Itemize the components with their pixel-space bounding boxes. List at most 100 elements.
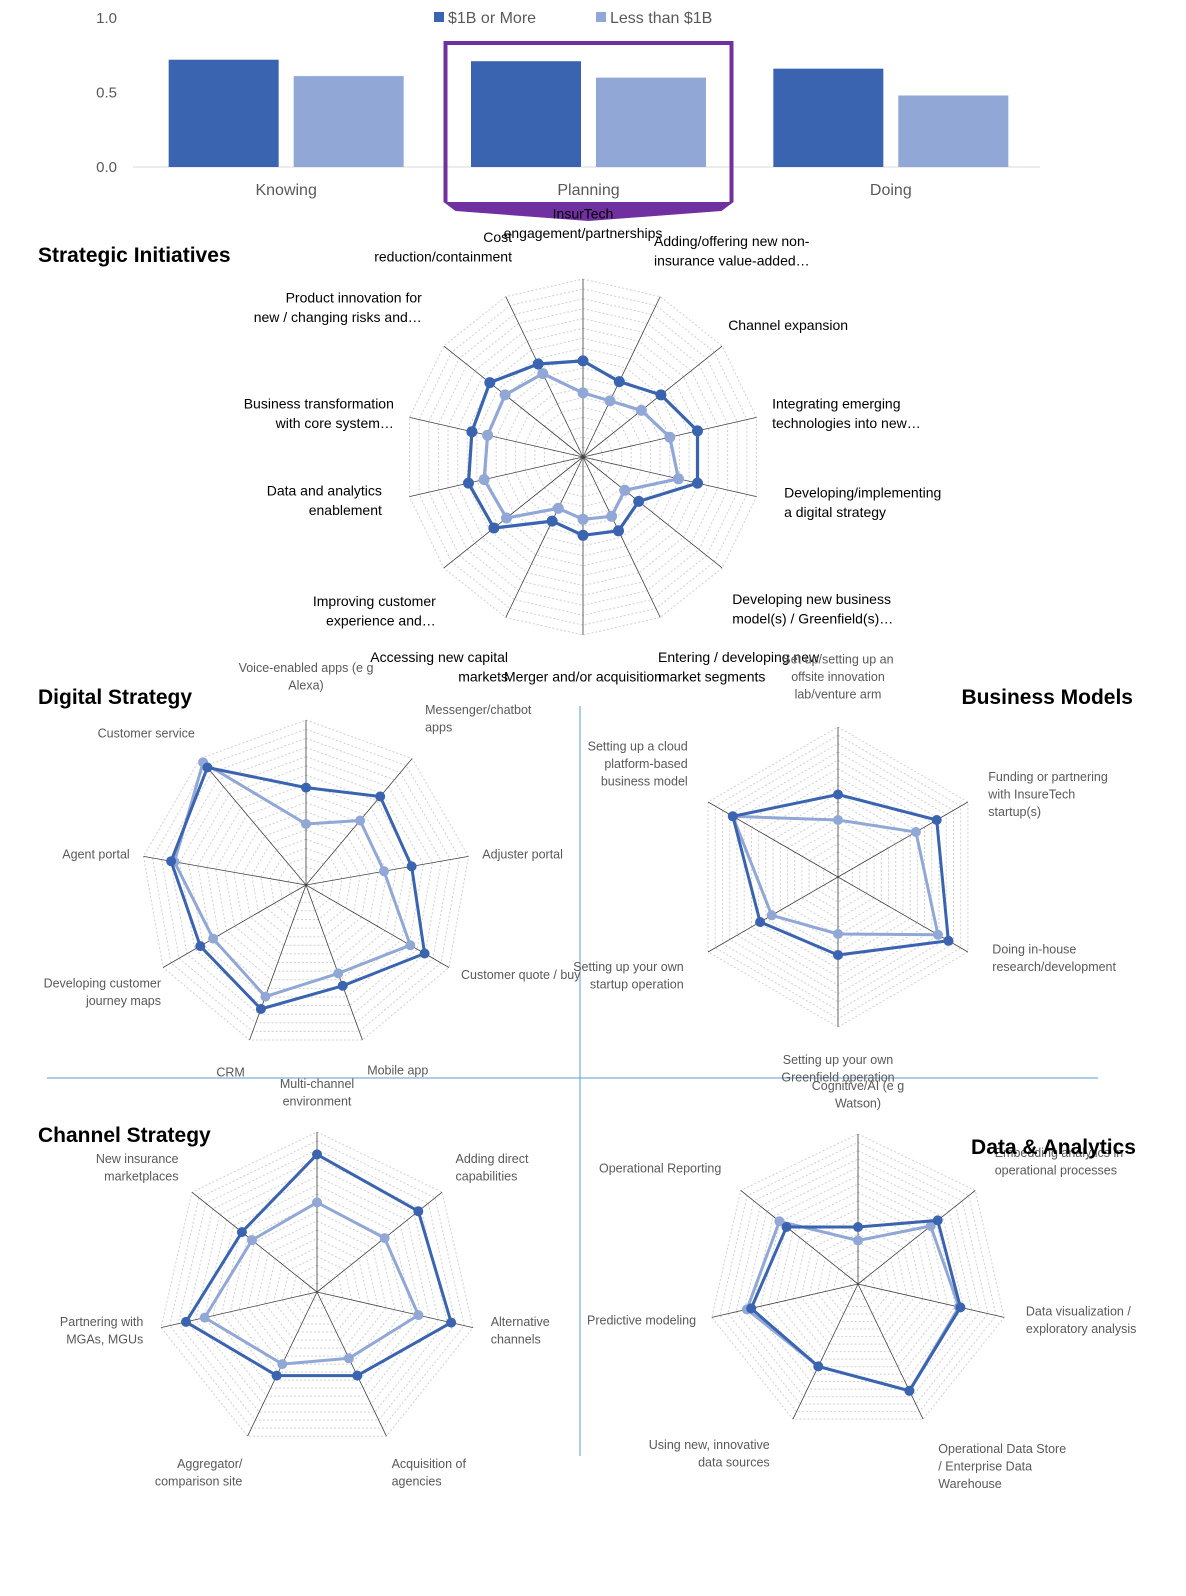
axis-label-line: Developing/implementing — [784, 485, 941, 501]
grid-ring — [800, 1225, 916, 1338]
grid-ring — [212, 1184, 422, 1389]
axis-label-line: Setting up your own — [783, 1053, 894, 1067]
axis-label-line: Adjuster portal — [482, 847, 563, 861]
axis-label-line: model(s) / Greenfield(s)… — [732, 610, 893, 626]
series-point-0 — [255, 1004, 266, 1014]
series-point-1 — [355, 815, 366, 826]
series-point-1 — [482, 429, 494, 441]
series-point-0 — [932, 1215, 943, 1226]
spoke — [162, 884, 307, 968]
axis-label-line: Setting up a cloud — [588, 740, 688, 754]
title-data: Data & Analytics — [971, 1136, 1136, 1159]
grid-ring — [160, 1131, 474, 1437]
spoke — [316, 1191, 443, 1293]
spoke — [582, 345, 723, 458]
y-tick-label: 0.5 — [96, 85, 117, 102]
grid-ring — [255, 1229, 379, 1349]
grid-ring — [808, 1233, 908, 1330]
grid-ring — [203, 1175, 431, 1397]
grid-ring — [290, 1264, 344, 1317]
axis-label-line: Data and analytics — [267, 483, 382, 499]
legend-label: $1B or More — [448, 10, 536, 27]
title-digital: Digital Strategy — [38, 686, 192, 709]
axis-label-line: Multi-channel — [280, 1077, 354, 1091]
axis-label: Adding/offering new non-insurance value-… — [654, 233, 810, 269]
series-point-1 — [379, 866, 389, 877]
axis-label-line: Embedding analytics in — [995, 1146, 1124, 1160]
axis-label-line: / Enterprise Data — [938, 1460, 1032, 1474]
axis-label-line: Partnering with — [60, 1315, 143, 1329]
axis-label-line: comparison site — [155, 1475, 243, 1489]
grid-ring — [849, 1275, 867, 1292]
spoke — [249, 884, 307, 1041]
series-point-0 — [692, 425, 703, 437]
series-point-0 — [488, 522, 500, 534]
axis-label-line: Greenfield operation — [781, 1071, 894, 1085]
series-point-0 — [312, 1149, 322, 1160]
series-point-0 — [931, 815, 942, 825]
spoke — [582, 456, 661, 618]
series-point-1 — [537, 368, 549, 380]
grid-ring — [242, 820, 370, 946]
axis-label-line: markets — [458, 669, 508, 685]
grid-ring — [251, 829, 361, 938]
axis-label-line: Alexa) — [288, 679, 323, 693]
axis-label-line: data sources — [698, 1456, 770, 1470]
axis-label-line: Operational Data Store — [938, 1442, 1066, 1456]
series-point-1 — [247, 1235, 257, 1246]
grid-ring — [233, 811, 379, 955]
axis-label-line: a digital strategy — [784, 504, 886, 520]
series-point-1 — [672, 473, 684, 485]
axis-label-line: Predictive modeling — [587, 1313, 696, 1327]
grid-ring — [273, 1247, 361, 1333]
grid-ring — [260, 838, 352, 929]
y-tick-label: 0.0 — [96, 159, 117, 176]
legend-swatch-1 — [596, 12, 606, 22]
axis-label: Data visualization /exploratory analysis — [1026, 1305, 1136, 1337]
radar-digital: Voice-enabled apps (e g Alexa) Messenger/c… — [44, 661, 582, 1079]
axis-label-line: insurance value-added… — [654, 253, 810, 269]
series-point-1 — [405, 940, 416, 951]
axis-label-line: Mobile app — [367, 1063, 428, 1077]
axis-label-line: experience and… — [326, 612, 436, 628]
series-point-0 — [692, 477, 703, 489]
series-point-0 — [413, 1206, 424, 1217]
axis-label-line: lab/venture arm — [795, 688, 882, 702]
axis-label-line: platform-based — [604, 757, 687, 771]
grid-ring — [238, 1211, 396, 1365]
axis-label-line: Customer quote / buy — [461, 968, 581, 982]
grid-ring — [727, 1150, 989, 1405]
series-point-0 — [727, 811, 738, 822]
axis-label: Adjuster portal — [482, 847, 563, 861]
series-point-0 — [166, 856, 177, 867]
series-point-1 — [833, 929, 843, 939]
bar-planning-1 — [596, 77, 706, 167]
series-point-0 — [577, 529, 589, 541]
axis-label-line: offsite innovation — [791, 670, 885, 684]
series-line-1 — [203, 1200, 420, 1366]
axis-label-line: Voice-enabled apps (e g — [239, 661, 374, 675]
axis-label-line: startup operation — [590, 978, 684, 992]
grid-ring — [278, 856, 334, 912]
series-point-0 — [195, 941, 206, 952]
axis-label-line: Warehouse — [938, 1477, 1002, 1491]
axis-label-line: startup(s) — [988, 805, 1041, 819]
series-point-1 — [208, 933, 219, 944]
grid-ring — [307, 1282, 327, 1301]
series-point-0 — [446, 1317, 457, 1328]
series-point-1 — [833, 815, 843, 825]
axis-label-line: Aggregator/ — [177, 1457, 243, 1471]
grid-ring — [206, 783, 406, 981]
axis-label-line: Doing in-house — [992, 943, 1076, 957]
series-line-0 — [169, 766, 427, 1011]
axis-label-line: Accessing new capital — [370, 649, 508, 665]
